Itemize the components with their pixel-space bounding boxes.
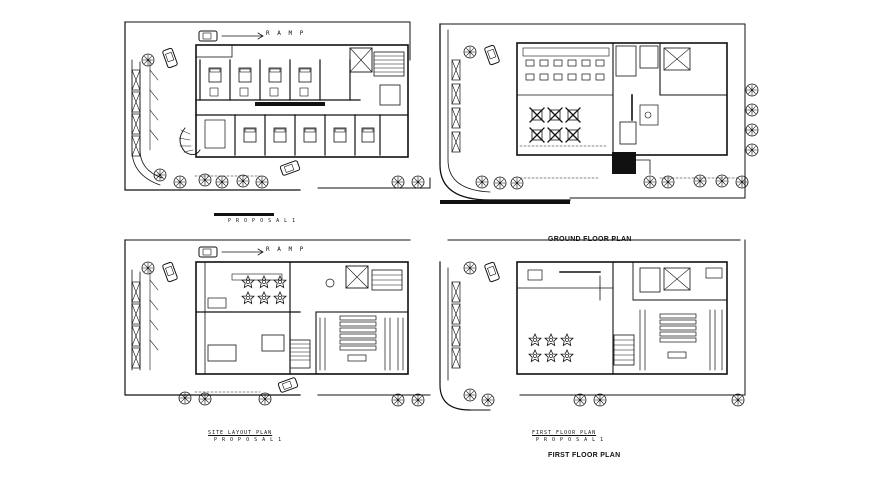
first-floor-plan-small-title: FIRST FLOOR PLAN [532, 430, 597, 436]
proposal-label-top: P R O P O S A L 1 [228, 218, 297, 224]
plan-top-left [124, 21, 431, 216]
first-floor-plan-title: FIRST FLOOR PLAN [548, 452, 621, 459]
plan-top-right [439, 23, 759, 241]
ramp-label-top: R A M P [266, 30, 306, 37]
ground-floor-plan-title: GROUND FLOOR PLAN [548, 236, 632, 243]
proposal-label-bottom-right: P R O P O S A L 1 [536, 437, 605, 443]
ramp-label-bottom: R A M P [266, 246, 306, 253]
plan-bottom-left [124, 239, 431, 407]
plan-bottom-right [439, 239, 746, 411]
site-layout-plan-title: SITE LAYOUT PLAN [208, 430, 273, 436]
proposal-label-bottom-left: P R O P O S A L 1 [214, 437, 283, 443]
